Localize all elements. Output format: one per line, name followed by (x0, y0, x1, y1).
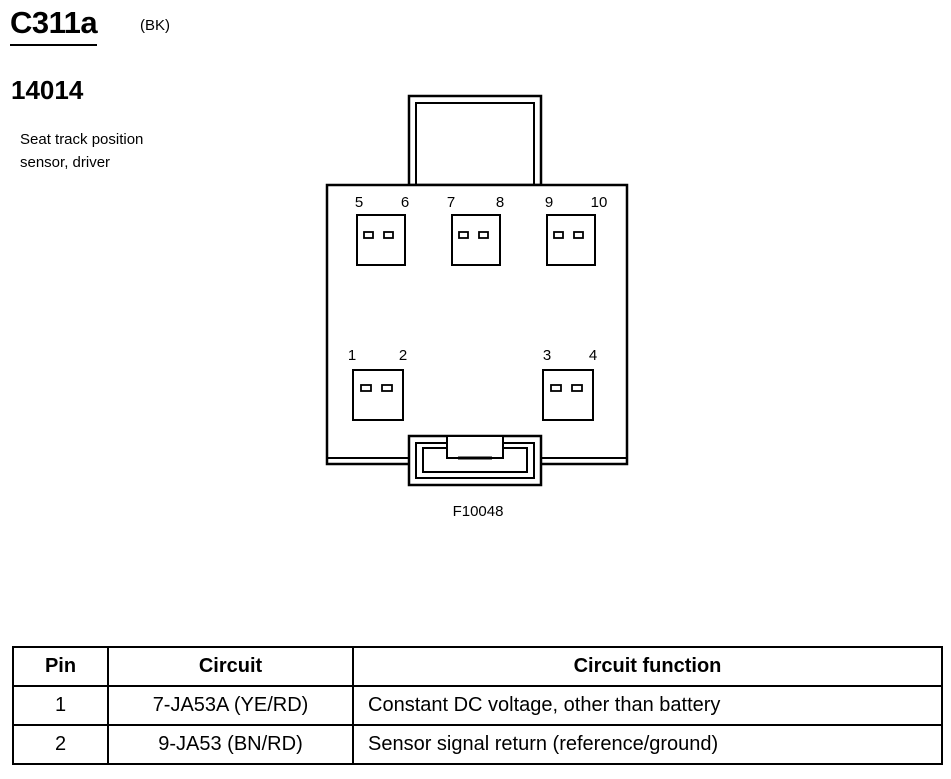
cell-circuit: 7-JA53A (YE/RD) (107, 685, 354, 726)
pin-circuit-table: Pin Circuit Circuit function 1 7-JA53A (… (12, 646, 943, 765)
description-line-1: Seat track position (20, 131, 144, 148)
cell-pin: 1 (12, 685, 109, 726)
pin-cavity-7-8 (451, 214, 501, 266)
pin-label-8: 8 (496, 194, 504, 211)
pin-label-2: 2 (399, 347, 407, 364)
cell-circuit-function: Constant DC voltage, other than battery (352, 685, 943, 726)
description-line-2: sensor, driver (20, 154, 111, 171)
table-row: 2 9-JA53 (BN/RD) Sensor signal return (r… (12, 724, 943, 765)
pin-label-3: 3 (543, 347, 551, 364)
pin-label-1: 1 (348, 347, 356, 364)
pin-label-5: 5 (355, 194, 363, 211)
part-number: 14014 (11, 75, 84, 105)
connector-id: C311a (10, 4, 98, 46)
pin-label-10: 10 (591, 194, 608, 211)
cell-pin: 2 (12, 724, 109, 765)
cell-circuit-function: Sensor signal return (reference/ground) (352, 724, 943, 765)
connector-top-latch (407, 94, 543, 187)
connector-color: (BK) (140, 17, 170, 34)
pin-label-6: 6 (401, 194, 409, 211)
pin-label-4: 4 (589, 347, 597, 364)
header-circuit-function: Circuit function (352, 646, 943, 687)
pin-label-7: 7 (447, 194, 455, 211)
header-circuit: Circuit (107, 646, 354, 687)
pin-cavity-9-10 (546, 214, 596, 266)
table-row: 1 7-JA53A (YE/RD) Constant DC voltage, o… (12, 685, 943, 726)
cell-circuit: 9-JA53 (BN/RD) (107, 724, 354, 765)
pin-label-9: 9 (545, 194, 553, 211)
component-description: Seat track position sensor, driver (20, 128, 200, 174)
connector-bottom-key (407, 434, 543, 487)
pin-cavity-5-6 (356, 214, 406, 266)
header-pin: Pin (12, 646, 109, 687)
pin-cavity-3-4 (542, 369, 594, 421)
figure-id: F10048 (453, 503, 504, 520)
pin-cavity-1-2 (352, 369, 404, 421)
table-header-row: Pin Circuit Circuit function (12, 646, 943, 687)
